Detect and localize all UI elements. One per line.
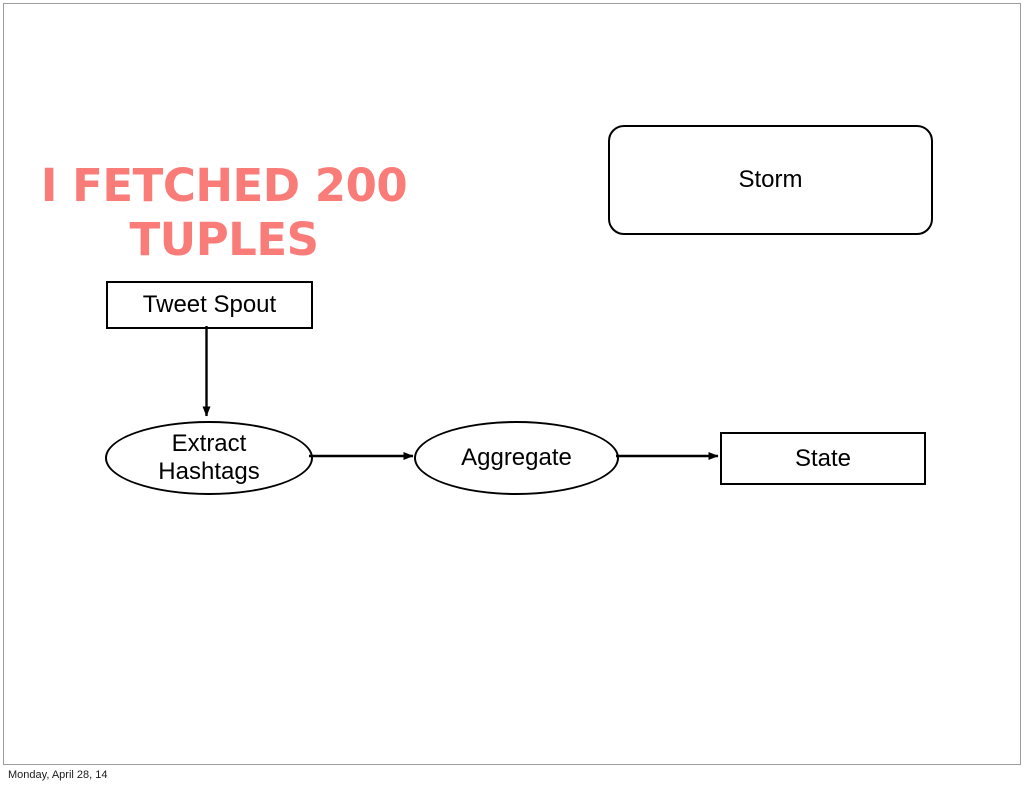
state-label: State [794, 444, 852, 472]
page-title: I FETCHED 200 TUPLES [40, 159, 408, 266]
storm-label: Storm [738, 166, 803, 193]
aggregate-label: Aggregate [461, 444, 572, 471]
extract-hashtags-node[interactable]: Extract Hashtags [105, 421, 313, 495]
extract-hashtags-label: Extract Hashtags [158, 430, 260, 485]
aggregate-node[interactable]: Aggregate [414, 421, 619, 495]
storm-container[interactable]: Storm [608, 125, 933, 235]
footer-date: Monday, April 28, 14 [8, 769, 108, 781]
diagram-connectors [202, 326, 719, 460]
state-node[interactable]: State [720, 432, 926, 485]
tweet-spout-label: Tweet Spout [142, 291, 277, 318]
slide-canvas: I FETCHED 200 TUPLES Storm Tweet Spout E… [3, 3, 1021, 765]
tweet-spout-node[interactable]: Tweet Spout [106, 281, 313, 329]
